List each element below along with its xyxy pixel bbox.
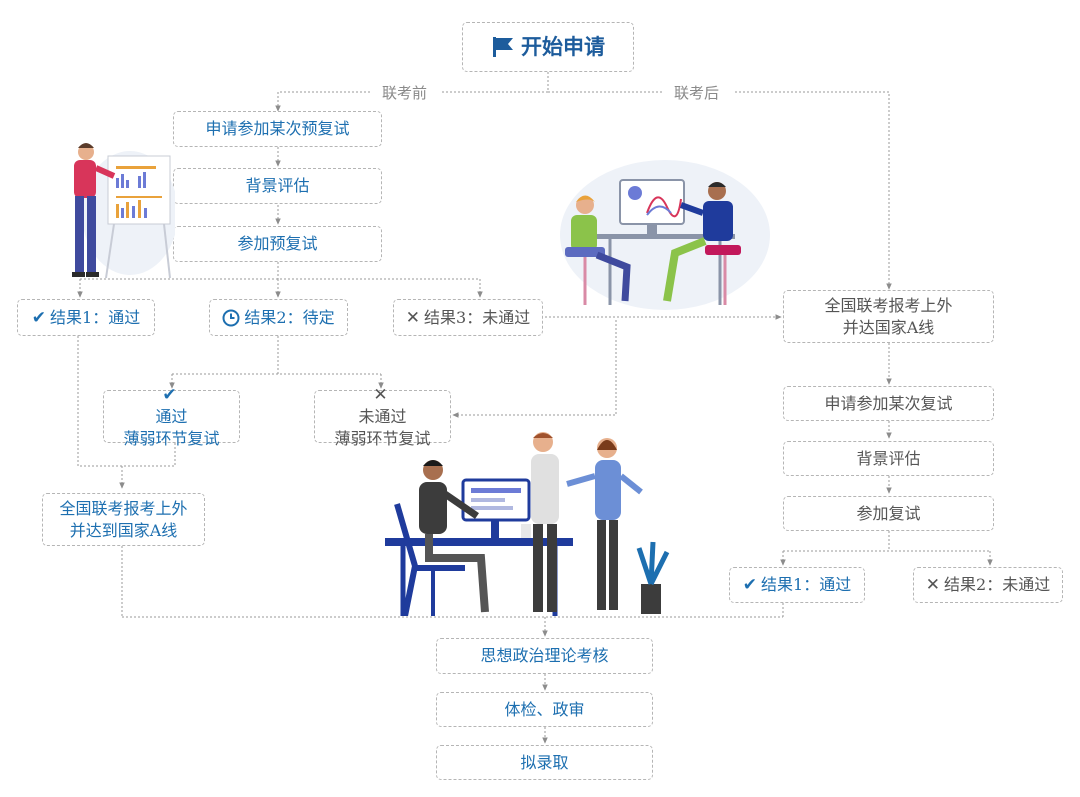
result-2-pending[interactable]: 结果2：待定	[209, 299, 348, 336]
result-label: 结果1：通过	[50, 307, 141, 327]
step-apply-pre-retest[interactable]: 申请参加某次预复试	[173, 111, 382, 147]
step-health-check[interactable]: 体检、政审	[436, 692, 653, 727]
cross-icon: ✕	[405, 307, 421, 328]
outcome-line2: 薄弱环节复试	[334, 428, 431, 448]
step-label: 参加复试	[856, 503, 921, 523]
step-label: 思想政治理论考核	[480, 646, 609, 665]
start-label: 开始申请	[521, 34, 605, 59]
national-line2: 并达到国家A线	[69, 520, 178, 540]
clock-icon	[222, 309, 240, 326]
meeting-illustration	[560, 160, 770, 310]
result-label: 结果1：通过	[761, 575, 852, 594]
outcome-line1: 未通过	[358, 406, 407, 426]
result-label: 结果2：未通过	[944, 575, 1051, 594]
result-label: 结果2：待定	[244, 307, 335, 327]
national-line-after[interactable]: 全国联考报考上外 并达国家A线	[783, 290, 994, 343]
step-label: 体检、政审	[504, 699, 585, 719]
check-icon: ✔	[742, 575, 758, 595]
presenter-illustration	[72, 143, 175, 279]
national-line2: 并达国家A线	[842, 317, 935, 337]
step-admission[interactable]: 拟录取	[436, 745, 653, 780]
step-apply-retest[interactable]: 申请参加某次复试	[783, 386, 994, 421]
step-background-eval[interactable]: 背景评估	[173, 168, 382, 204]
phase-label-before: 联考前	[378, 82, 432, 103]
after-result-1-pass[interactable]: ✔ 结果1：通过	[729, 567, 865, 603]
result-3-fail[interactable]: ✕ 结果3：未通过	[393, 299, 543, 336]
result-label: 结果3：未通过	[424, 307, 531, 327]
national-line1: 全国联考报考上外	[59, 498, 188, 518]
start-box[interactable]: 开始申请	[462, 22, 634, 72]
step-attend-pre-retest[interactable]: 参加预复试	[173, 226, 382, 262]
flag-icon	[493, 37, 513, 57]
outcome-line1: 通过	[155, 406, 188, 426]
outcome-line2: 薄弱环节复试	[123, 428, 220, 448]
phase-label-after: 联考后	[670, 82, 724, 103]
step-background-eval-after[interactable]: 背景评估	[783, 441, 994, 476]
cross-icon: ✕	[925, 575, 941, 595]
cross-icon: ✕	[373, 384, 388, 405]
check-icon: ✔	[162, 384, 177, 405]
step-label: 背景评估	[856, 448, 921, 468]
check-icon: ✔	[31, 307, 47, 328]
pending-pass-weak-retest[interactable]: ✔通过 薄弱环节复试	[103, 385, 240, 448]
step-label: 申请参加某次复试	[824, 393, 953, 413]
step-label: 申请参加某次预复试	[205, 119, 350, 138]
office-team-illustration	[385, 432, 670, 616]
national-line-before[interactable]: 全国联考报考上外 并达到国家A线	[42, 493, 205, 546]
step-label: 拟录取	[520, 752, 569, 772]
step-attend-retest[interactable]: 参加复试	[783, 496, 994, 531]
step-label: 参加预复试	[237, 234, 318, 253]
result-1-pass[interactable]: ✔ 结果1：通过	[17, 299, 155, 336]
after-result-2-fail[interactable]: ✕ 结果2：未通过	[913, 567, 1063, 603]
national-line1: 全国联考报考上外	[824, 295, 953, 315]
step-political-exam[interactable]: 思想政治理论考核	[436, 638, 653, 674]
pending-fail-weak-retest[interactable]: ✕未通过 薄弱环节复试	[314, 385, 451, 448]
step-label: 背景评估	[245, 176, 310, 195]
